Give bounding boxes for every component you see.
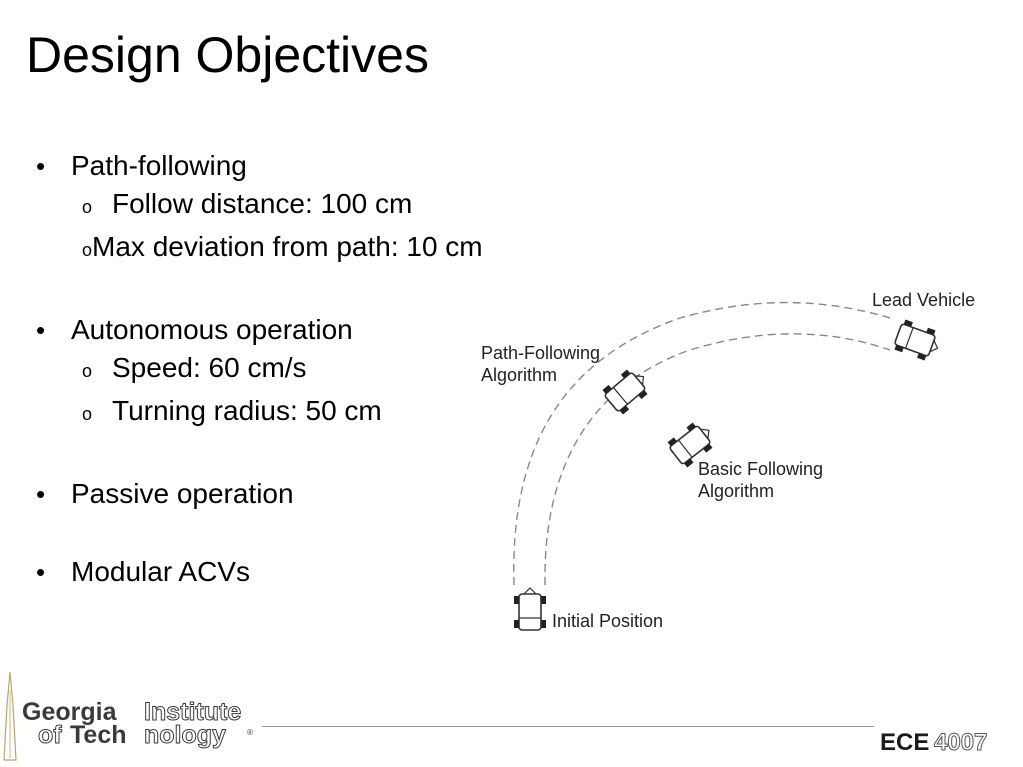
logo-4007: 4007 [934, 729, 987, 756]
bullet-marker: • [36, 315, 46, 345]
bullet-marker: • [36, 479, 46, 509]
path-inner-dashed [544, 333, 891, 586]
path-following-diagram: Lead Vehicle Path-Following Algorithm Ba… [481, 290, 975, 631]
logo-tech: Tech [70, 721, 127, 749]
bullet-list: • Path-following o Follow distance: 100 … [36, 148, 483, 590]
logo-georgia: Georgia [22, 698, 118, 726]
footer-divider [262, 726, 874, 727]
sub-bullet-marker: o [82, 361, 93, 381]
path-following-vehicle-icon [600, 363, 655, 417]
path-outer-dashed [513, 301, 891, 586]
path-following-label-line1: Path-Following [481, 343, 600, 363]
bullet-text: Autonomous operation [71, 314, 353, 345]
sub-bullet-item: o Speed: 60 cm/s [82, 348, 476, 391]
page-title: Design Objectives [26, 27, 429, 83]
sub-bullet-item: o Turning radius: 50 cm [82, 391, 476, 434]
sub-bullet-marker: o [82, 197, 93, 217]
logo-registered: ® [247, 728, 253, 737]
lead-vehicle-icon [891, 318, 944, 365]
path-following-label-line2: Algorithm [481, 365, 557, 385]
initial-position-vehicle-icon [513, 587, 547, 631]
sub-bullet-text: Turning radius: 50 cm [112, 395, 382, 426]
lead-vehicle-label: Lead Vehicle [872, 290, 975, 310]
bullet-item: • Path-following o Follow distance: 100 … [36, 148, 483, 270]
sub-bullet-text: Follow distance: 100 cm [112, 188, 413, 219]
logo-institute: Institute [144, 698, 241, 726]
sub-bullet-text: Speed: 60 cm/s [112, 352, 307, 383]
sub-bullet-text: Max deviation from path: 10 cm [92, 231, 483, 262]
initial-position-label: Initial Position [552, 611, 663, 631]
bullet-marker: • [36, 151, 46, 181]
ece4007-logo: ECE 4007 [880, 729, 988, 757]
sub-bullet-marker: o [82, 240, 93, 260]
bullet-text: Path-following [71, 150, 247, 181]
basic-following-label-line2: Algorithm [698, 481, 774, 501]
bullet-item: • Passive operation [36, 476, 476, 512]
tech-tower-icon [3, 671, 17, 761]
basic-following-label-line1: Basic Following [698, 459, 823, 479]
bullet-item: • Autonomous operation o Speed: 60 cm/s … [36, 312, 476, 434]
logo-ece: ECE [880, 729, 929, 756]
logo-nology: nology [144, 721, 226, 749]
sub-bullet-item: o Max deviation from path: 10 cm [82, 227, 483, 270]
bullet-item: • Modular ACVs [36, 554, 476, 590]
sub-bullet-marker: o [82, 404, 93, 424]
georgia-tech-logo: Georgia Institute of Tech nology ® [3, 671, 253, 761]
sub-bullet-item: o Follow distance: 100 cm [82, 184, 476, 227]
bullet-text: Passive operation [71, 478, 294, 509]
logo-of: of [38, 721, 62, 749]
bullet-text: Modular ACVs [71, 556, 250, 587]
bullet-marker: • [36, 557, 46, 587]
